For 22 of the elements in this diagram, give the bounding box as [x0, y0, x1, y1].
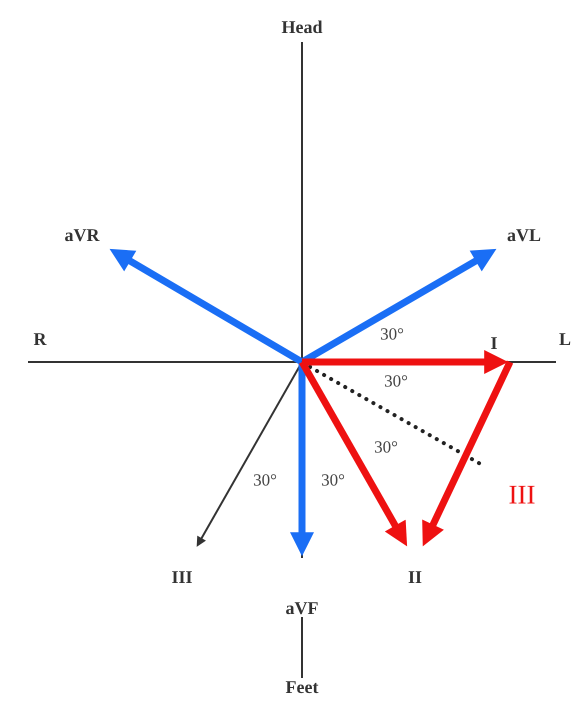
angle-label: 30° [384, 372, 408, 390]
axis-label: Head [281, 18, 322, 36]
axis-label: III [171, 568, 192, 586]
axis-label: Feet [286, 678, 318, 696]
angle-label: 30° [321, 472, 345, 488]
axis-label: R [34, 330, 46, 348]
axis-line [301, 617, 303, 678]
axis-label: aVF [286, 599, 318, 617]
angle-label: 30° [374, 438, 398, 456]
lead-vector-arrow [298, 360, 408, 546]
axis-label: II [408, 568, 422, 586]
lead-vector-arrow [290, 362, 314, 556]
lead-vector-arrow [302, 350, 508, 374]
lead-vector-arrow [110, 248, 304, 366]
axis-label: I [490, 334, 498, 352]
axis-label: aVR [64, 226, 100, 244]
axis-label: aVL [506, 226, 541, 244]
angle-label: 30° [253, 472, 277, 488]
lead-arrow [196, 362, 303, 547]
axis-label: L [558, 330, 571, 348]
angle-label: 30° [380, 326, 404, 342]
lead-vector-arrow [422, 360, 514, 546]
